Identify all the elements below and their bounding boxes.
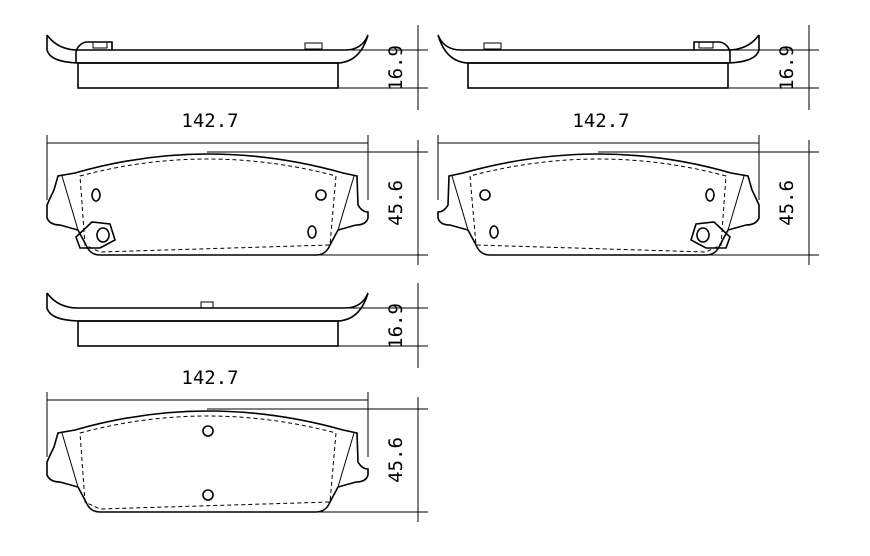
pad-2-front-view — [437, 153, 760, 256]
thickness-label: 16.9 — [385, 45, 407, 91]
width-label: 142.7 — [572, 110, 629, 132]
pad-1-thickness-dimension: 16.9 — [338, 25, 428, 110]
pad-3-front-view — [46, 410, 369, 513]
pad-2-thickness-dimension: 16.9 — [729, 25, 819, 110]
width-label: 142.7 — [181, 110, 238, 132]
width-label: 142.7 — [181, 367, 238, 389]
pad-3-thickness-dimension: 16.9 — [338, 283, 428, 368]
pad-3-side-view — [46, 292, 369, 347]
height-label: 45.6 — [385, 180, 407, 226]
thickness-label: 16.9 — [385, 303, 407, 349]
pad-1-height-dimension: 45.6 — [207, 140, 428, 265]
pad-2-width-dimension: 142.7 — [437, 110, 760, 200]
pad-3-width-dimension: 142.7 — [46, 367, 369, 457]
thickness-label: 16.9 — [776, 45, 798, 91]
height-label: 45.6 — [776, 180, 798, 226]
pad-1-side-view — [46, 34, 369, 89]
pad-2-side-view — [437, 34, 760, 89]
pad-1-front-view — [46, 153, 369, 256]
height-label: 45.6 — [385, 437, 407, 483]
pad-2-height-dimension: 45.6 — [598, 140, 819, 265]
pad-1-width-dimension: 142.7 — [46, 110, 369, 200]
pad-3-height-dimension: 45.6 — [207, 397, 428, 522]
